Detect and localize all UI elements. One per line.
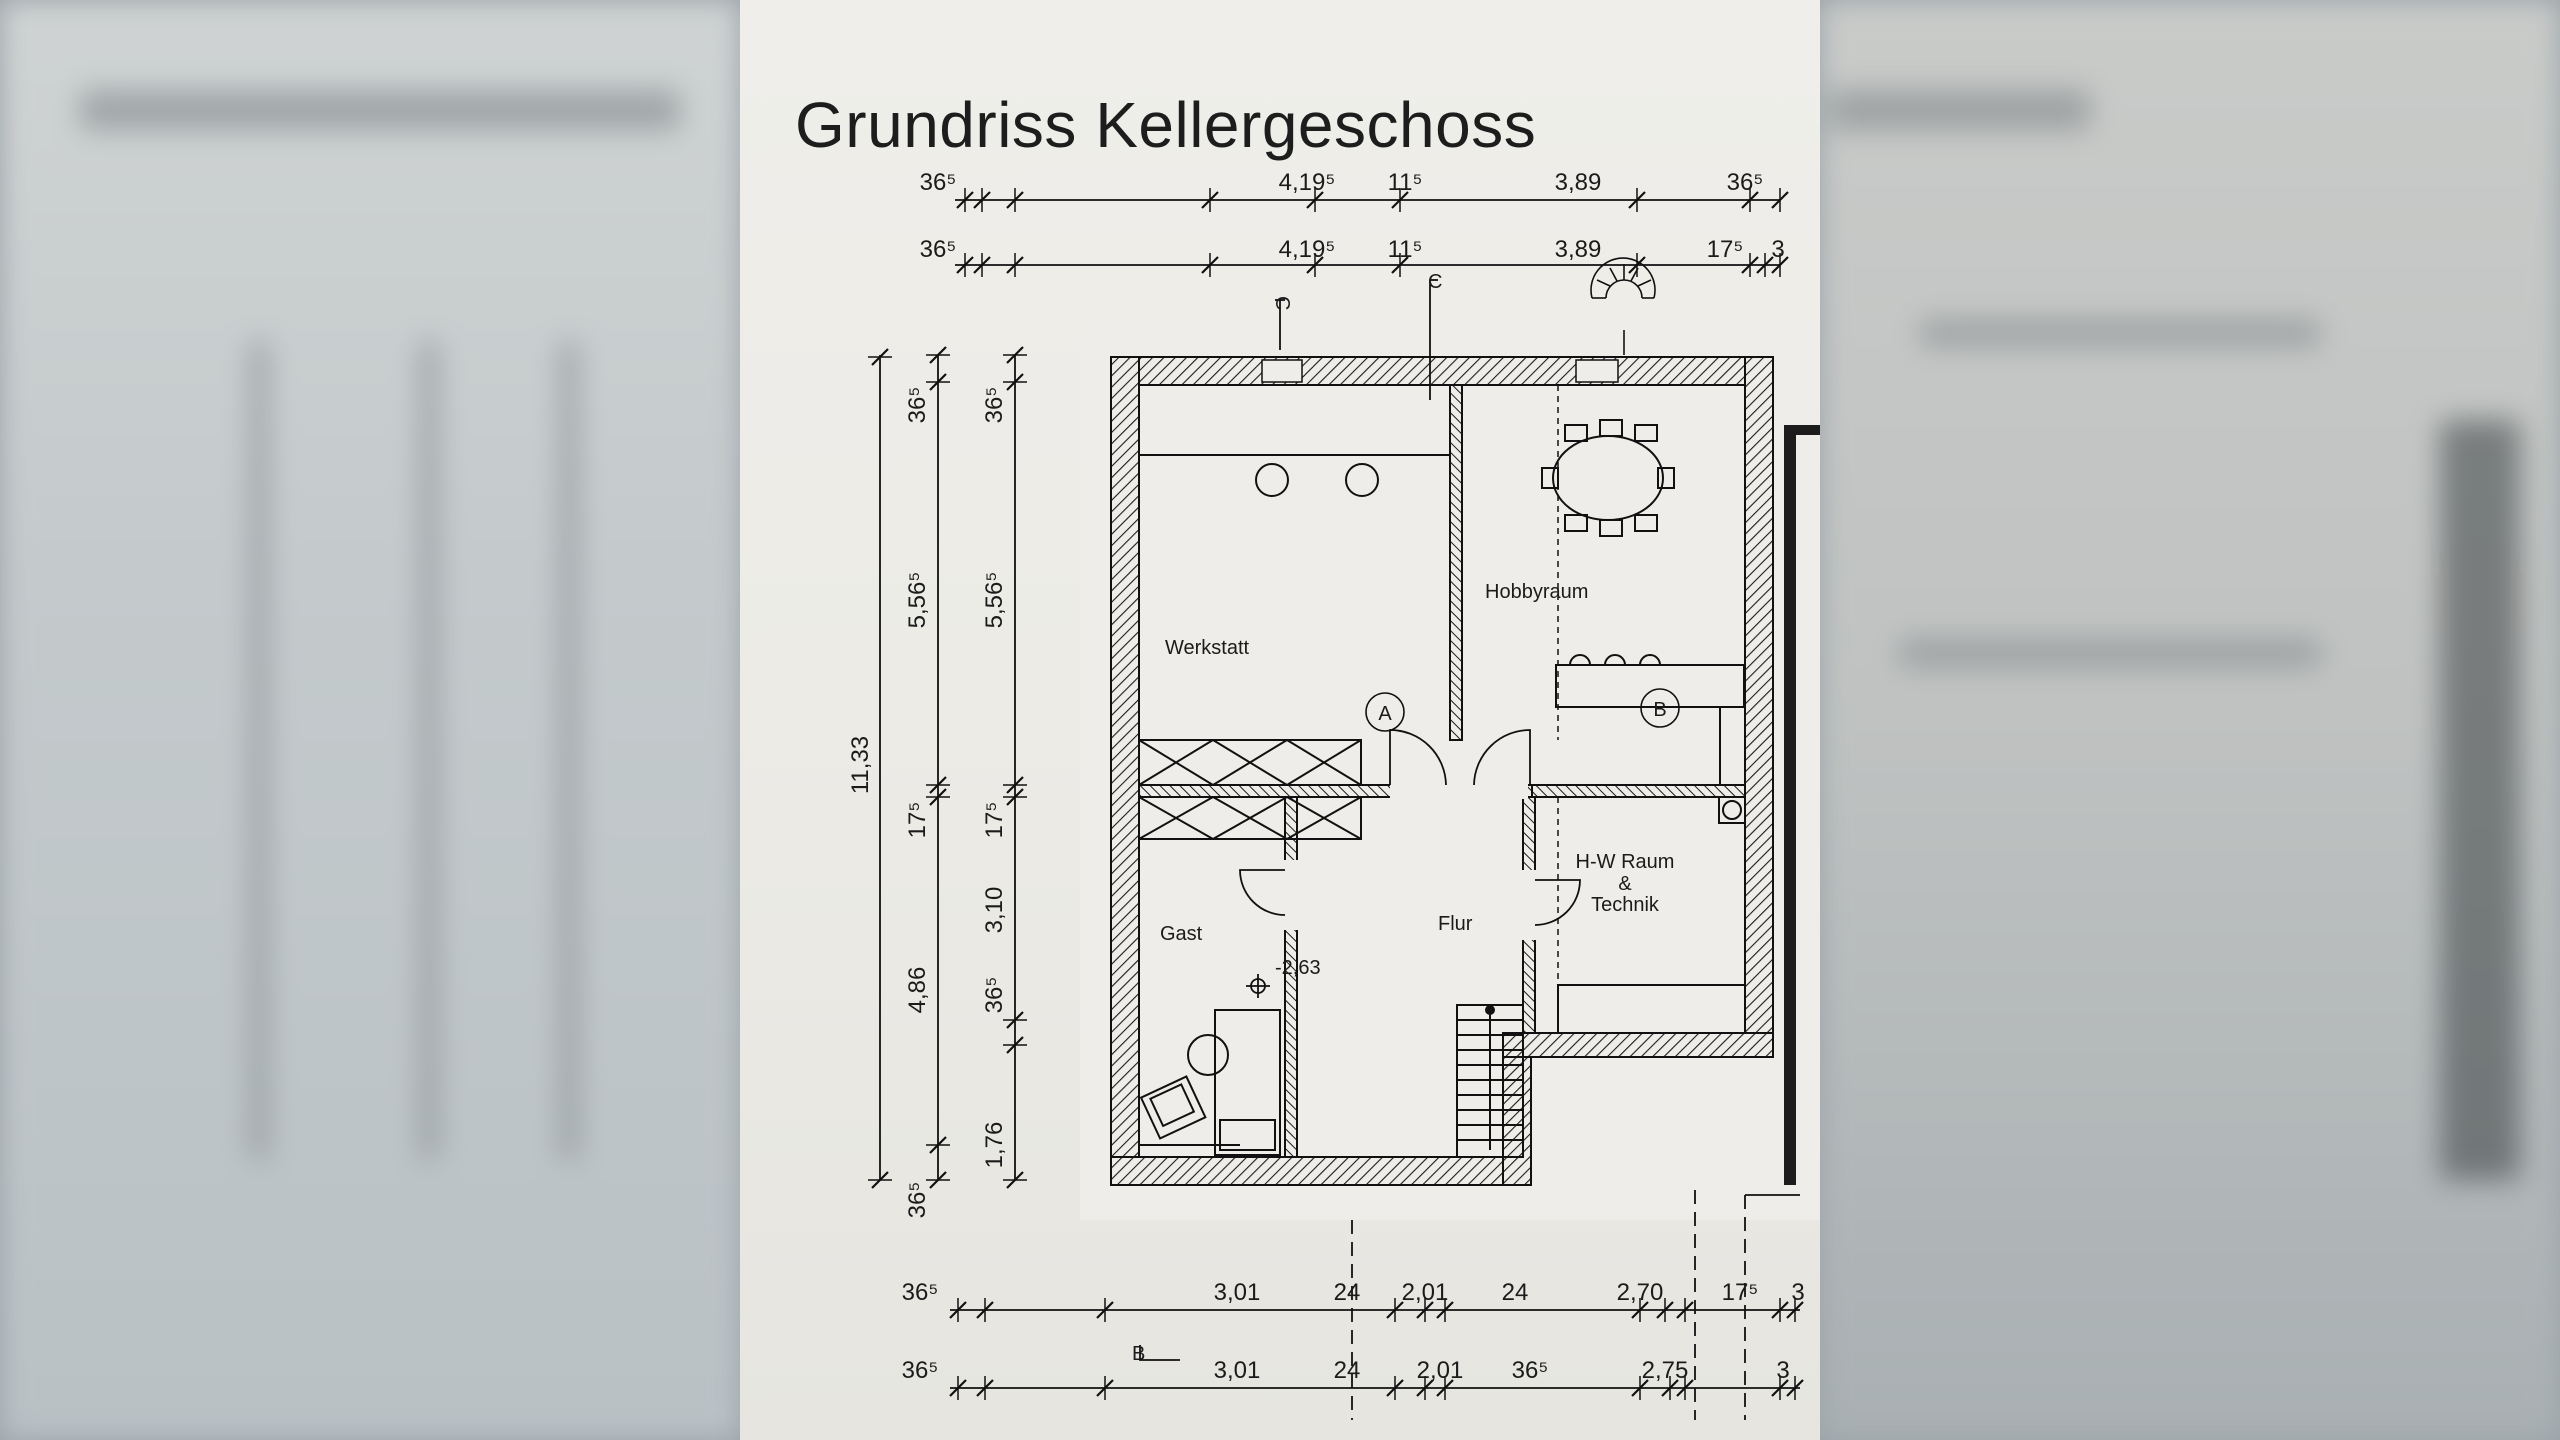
bottom-row1-dim-0: 36⁵ [902,1279,939,1306]
windows [1261,359,1619,383]
stairs [1456,1004,1524,1158]
left-overall-dim: 11,33 [847,736,874,794]
adjacent-wall [1784,425,1796,1185]
bottom-row1-dim-1: 3,01 [1214,1279,1261,1306]
marker-a: A [1365,692,1405,732]
bottom-row2-dim-1: 3,01 [1214,1357,1261,1384]
left-col2-dim-2: 17⁵ [981,802,1008,839]
room-label-hw-line2: & [1618,873,1632,895]
left-col2-dim-1: 5,56⁵ [981,572,1008,629]
top-row1-dim-0: 36⁵ [920,169,957,196]
top-row2-dim-2: 11⁵ [1388,236,1423,263]
top-row1-dim-4: 36⁵ [1727,169,1764,196]
left-col1-dim-0: 36⁵ [904,387,931,424]
bottom-row2-dim-0: 36⁵ [902,1357,939,1384]
plan-drawing [879,199,1820,1420]
left-col1-dim-2: 17⁵ [904,802,931,839]
floor-plan-sheet: Grundriss Kellergeschoss [740,0,1820,1440]
top-row2-dim-3: 3,89 [1555,236,1602,263]
room-label-flur: Flur [1438,913,1473,935]
left-col2-dim-3: 3,10 [981,887,1008,934]
section-mark-c1: C [1428,271,1442,293]
left-col2-dim-5: 1,76 [981,1122,1008,1169]
marker-b: B [1640,688,1680,728]
blurred-background-left [0,0,740,1440]
left-col1-dim-4: 36⁵ [904,1182,931,1219]
door-swings [1239,729,1581,926]
bottom-row1-dim-6: 17⁵ [1722,1279,1759,1306]
top-row1-dim-2: 11⁵ [1388,169,1423,196]
marker-b-label: B [1653,699,1666,721]
top-row2-dim-4: 17⁵ [1707,236,1744,263]
top-row1-dim-3: 3,89 [1555,169,1602,196]
section-mark-b: B [1132,1343,1145,1365]
bottom-row1-dim-2: 24 [1334,1279,1361,1306]
bottom-row1-dim-7: 3 [1791,1279,1804,1306]
top-row1-dim-1: 4,19⁵ [1279,169,1336,196]
bottom-row1-dim-4: 24 [1502,1279,1529,1306]
level-marker [1246,974,1270,998]
top-row2-dim-5: 3 [1771,236,1784,263]
bottom-row1-dim-5: 2,70 [1617,1279,1664,1306]
dimension-lines [879,199,1800,1389]
blurred-background-right [1820,0,2560,1440]
room-label-hobbyraum: Hobbyraum [1485,581,1588,603]
bottom-row2-dim-4: 36⁵ [1512,1357,1549,1384]
left-col1-dim-1: 5,56⁵ [904,572,931,629]
hw-equipment [1557,796,1746,1034]
left-col2-dim-4: 36⁵ [981,977,1008,1014]
left-col2-dim-0: 36⁵ [981,387,1008,424]
bottom-row2-dim-6: 3 [1776,1357,1789,1384]
section-markers [1139,279,1800,1420]
section-mark-c2: C [1271,296,1293,310]
plan-title: Grundriss Kellergeschoss [795,89,1537,161]
guest-furniture [1139,1009,1281,1156]
exterior-wall [1110,356,1774,1186]
dimension-labels-layer: 36⁵ 4,19⁵ 11⁵ 3,89 36⁵ 36⁵ 4,19⁵ 11⁵ 3,89 17⁵ 3 36⁵… [847,169,1805,1400]
room-label-gast: Gast [1160,923,1203,945]
room-label-werkstatt: Werkstatt [1165,637,1250,659]
room-label-hw-line1: H-W Raum [1576,851,1675,873]
top-row2-dim-0: 36⁵ [920,236,957,263]
bottom-row2-dim-3: 2,01 [1417,1357,1464,1384]
room-label-hw-line3: Technik [1591,894,1660,916]
level-label: -2,63 [1275,957,1321,979]
left-col1-dim-3: 4,86 [904,967,931,1014]
marker-a-label: A [1378,703,1392,725]
room-labels-layer: Werkstatt Hobbyraum Gast Flur H-W Raum &… [1132,271,1680,1365]
bottom-row1-dim-3: 2,01 [1402,1279,1449,1306]
bottom-row2-dim-5: 2,75 [1642,1357,1689,1384]
workshop-shelves [1138,454,1450,840]
dining-table [1541,419,1745,785]
door-gaps [1283,783,1537,940]
bottom-row2-dim-2: 24 [1334,1357,1361,1384]
top-row2-dim-1: 4,19⁵ [1279,236,1336,263]
